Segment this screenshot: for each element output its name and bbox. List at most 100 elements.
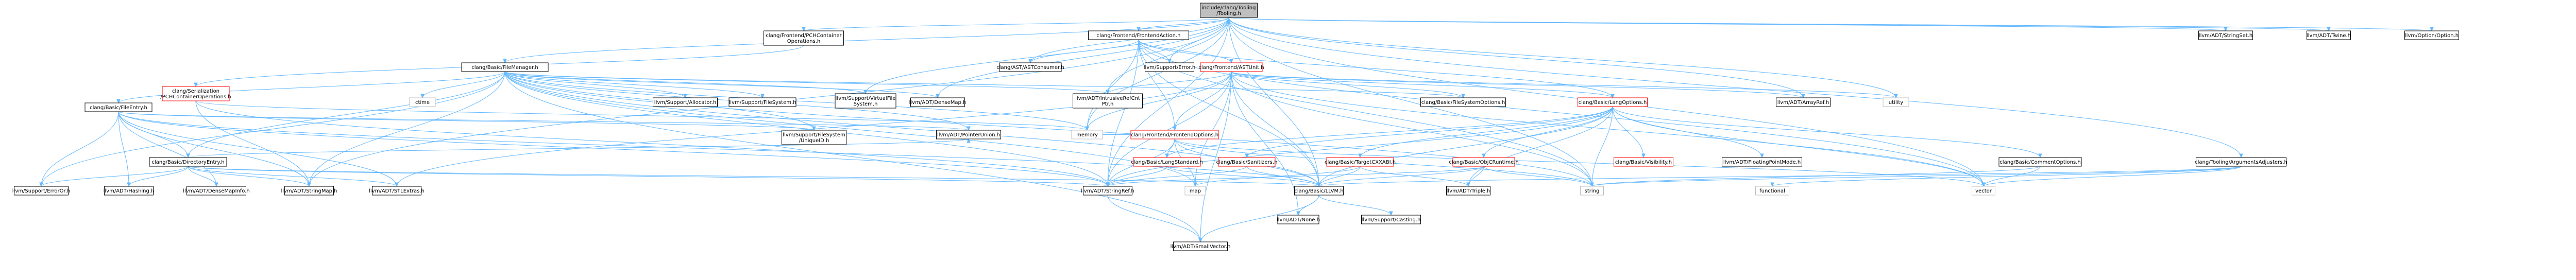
node-ser[interactable]: clang/Serialization/PCHContainerOperatio… [160, 86, 231, 101]
arrowhead-dirent-to-smap [307, 182, 311, 187]
arrowhead-lopts-to-vis [1641, 153, 1646, 159]
node-objc[interactable]: clang/Basic/ObjCRuntime.h [1449, 157, 1519, 167]
node-label-twine-line-0: llvm/ADT/Twine.h [2307, 33, 2351, 39]
node-asu[interactable]: clang/Frontend/ASTUnit.h [1198, 62, 1264, 72]
node-fpm[interactable]: llvm/ADT/FloatingPointMode.h [1722, 157, 1802, 167]
node-aref[interactable]: llvm/ADT/ArrayRef.h [1776, 97, 1831, 107]
edge-lopts-to-vis [1612, 106, 1644, 158]
arrowhead-tcxx-to-map [1193, 182, 1197, 187]
edge-asu-to-aref [1231, 71, 1804, 98]
node-tcxx[interactable]: clang/Basic/TargetCXXABI.h [1325, 157, 1396, 167]
node-fm[interactable]: clang/Basic/FileManager.h [461, 62, 549, 72]
node-option[interactable]: llvm/Option/Option.h [2404, 30, 2459, 40]
node-astcons[interactable]: clang/AST/ASTConsumer.h [996, 62, 1064, 72]
node-argadj[interactable]: clang/Tooling/ArgumentsAdjusters.h [2195, 157, 2287, 167]
node-label-vfs-line-1: System.h [854, 101, 878, 107]
node-err[interactable]: llvm/Support/Error.h [1144, 62, 1195, 72]
edge-root-to-vfs [865, 17, 1229, 94]
node-sref[interactable]: llvm/ADT/StringRef.h [1081, 186, 1134, 196]
edge-fa-to-asu [1138, 39, 1232, 63]
node-dirent[interactable]: clang/Basic/DirectoryEntry.h [149, 157, 227, 167]
node-lstd[interactable]: clang/Basic/LangStandard.h [1131, 157, 1203, 167]
node-label-err-line-0: llvm/Support/Error.h [1144, 65, 1195, 71]
edge-ser-to-sref [195, 100, 1108, 187]
edge-root-to-aref [1228, 17, 1804, 98]
node-label-svec-line-0: llvm/ADT/SmallVector.h [1171, 244, 1231, 250]
node-label-ctime-line-0: ctime [415, 100, 430, 106]
edge-lstd-to-sref [1107, 166, 1167, 187]
arrowhead-asu-to-fsopts [1461, 94, 1465, 99]
arrowhead-root-to-option [2430, 27, 2434, 32]
node-strset[interactable]: llvm/ADT/StringSet.h [2198, 30, 2253, 40]
node-fa[interactable]: clang/Frontend/FrontendAction.h [1088, 30, 1189, 40]
node-dmi[interactable]: llvm/ADT/DenseMapInfo.h [183, 186, 250, 196]
node-dmap[interactable]: llvm/ADT/DenseMap.h [909, 97, 967, 107]
node-box-aref [1776, 97, 1831, 107]
edge-fe-to-hash [118, 111, 129, 187]
node-lopts[interactable]: clang/Basic/LangOptions.h [1578, 97, 1648, 107]
node-label-fe-line-0: clang/Basic/FileEntry.h [90, 105, 147, 111]
node-vis[interactable]: clang/Basic/Visibility.h [1614, 157, 1673, 167]
edge-root-to-option [1228, 17, 2432, 31]
edge-fe-to-llvmh [118, 111, 1319, 187]
edge-llvmh-to-casting [1318, 195, 1392, 216]
node-label-lopts-line-0: clang/Basic/LangOptions.h [1579, 100, 1647, 106]
node-feo[interactable]: clang/Frontend/FrontendOptions.h [1130, 130, 1219, 139]
edge-root-to-twine [1228, 17, 2329, 31]
arrowhead-asu-to-memory [1085, 126, 1089, 131]
node-label-functional-line-0: functional [1759, 188, 1785, 194]
node-sanit[interactable]: clang/Basic/Sanitizers.h [1216, 157, 1278, 167]
node-box-root [1200, 3, 1258, 18]
arrowhead-lopts-to-comopts [2038, 153, 2042, 159]
node-fe[interactable]: clang/Basic/FileEntry.h [84, 102, 152, 112]
arrowhead-dirent-to-sref [1106, 182, 1110, 187]
node-triple[interactable]: llvm/ADT/Triple.h [1446, 186, 1490, 196]
node-label-fm-line-0: clang/Basic/FileManager.h [471, 65, 538, 71]
node-alloc[interactable]: llvm/Support/Allocator.h [653, 97, 718, 107]
node-smap[interactable]: llvm/ADT/StringMap.h [281, 186, 337, 196]
node-svec[interactable]: llvm/ADT/SmallVector.h [1171, 241, 1231, 251]
node-serr[interactable]: llvm/Support/ErrorOr.h [12, 186, 70, 196]
edge-argadj-to-string [1591, 166, 2242, 187]
arrowhead-fe-to-dirent [186, 153, 190, 159]
node-box-hash [104, 186, 154, 196]
arrowhead-root-to-fm [503, 59, 507, 64]
node-casting[interactable]: llvm/Support/Casting.h [1361, 215, 1421, 224]
node-label-irc-line-0: llvm/ADT/IntrusiveRefCnt [1075, 96, 1140, 101]
node-hash[interactable]: llvm/ADT/Hashing.h [104, 186, 155, 196]
edge-fm-to-dmap [504, 71, 938, 98]
node-llvmh[interactable]: clang/Basic/LLVM.h [1294, 186, 1344, 196]
edge-asu-to-vector [1231, 71, 1984, 187]
edge-argadj-to-vector [1983, 166, 2242, 187]
node-box-none [1277, 215, 1319, 224]
node-box-err [1145, 62, 1194, 72]
node-pchc[interactable]: clang/Frontend/PCHContainerOperations.h [764, 30, 844, 46]
node-box-alloc [653, 97, 718, 107]
edge-fe-to-sref [118, 111, 1108, 187]
node-label-lstd-line-0: clang/Basic/LangStandard.h [1131, 160, 1203, 165]
node-stlx[interactable]: llvm/ADT/STLExtras.h [369, 186, 425, 196]
node-twine[interactable]: llvm/ADT/Twine.h [2307, 30, 2351, 40]
node-fsopts[interactable]: clang/Basic/FileSystemOptions.h [1420, 97, 1506, 107]
node-label-pchc-line-0: clang/Frontend/PCHContainer [766, 33, 842, 39]
edge-fa-to-sref [1107, 39, 1139, 187]
edge-fe-to-fsaf [118, 111, 815, 131]
node-comopts[interactable]: clang/Basic/CommentOptions.h [1998, 157, 2082, 167]
edge-asu-to-lopts [1231, 71, 1613, 98]
edge-lopts-to-triple [1468, 106, 1613, 187]
node-fsaf[interactable]: llvm/Support/FileSystem/UniqueID.h [782, 130, 846, 145]
edge-sanit-to-sref [1107, 166, 1247, 187]
node-punion[interactable]: llvm/ADT/PointerUnion.h [936, 130, 1001, 139]
node-utility: utility [1883, 97, 1909, 107]
node-root[interactable]: include/clang/Tooling/Tooling.h [1200, 3, 1258, 18]
arrowhead-dirent-to-punion [967, 138, 971, 143]
node-box-punion [936, 130, 1001, 139]
arrowhead-lopts-to-sanit [1245, 153, 1249, 159]
node-box-fe [84, 102, 152, 112]
edge-fm-to-fsopts [504, 71, 1464, 98]
node-none[interactable]: llvm/ADT/None.h [1277, 215, 1320, 224]
edge-fm-to-fs [504, 71, 763, 98]
node-fs[interactable]: llvm/Support/FileSystem.h [728, 97, 796, 107]
